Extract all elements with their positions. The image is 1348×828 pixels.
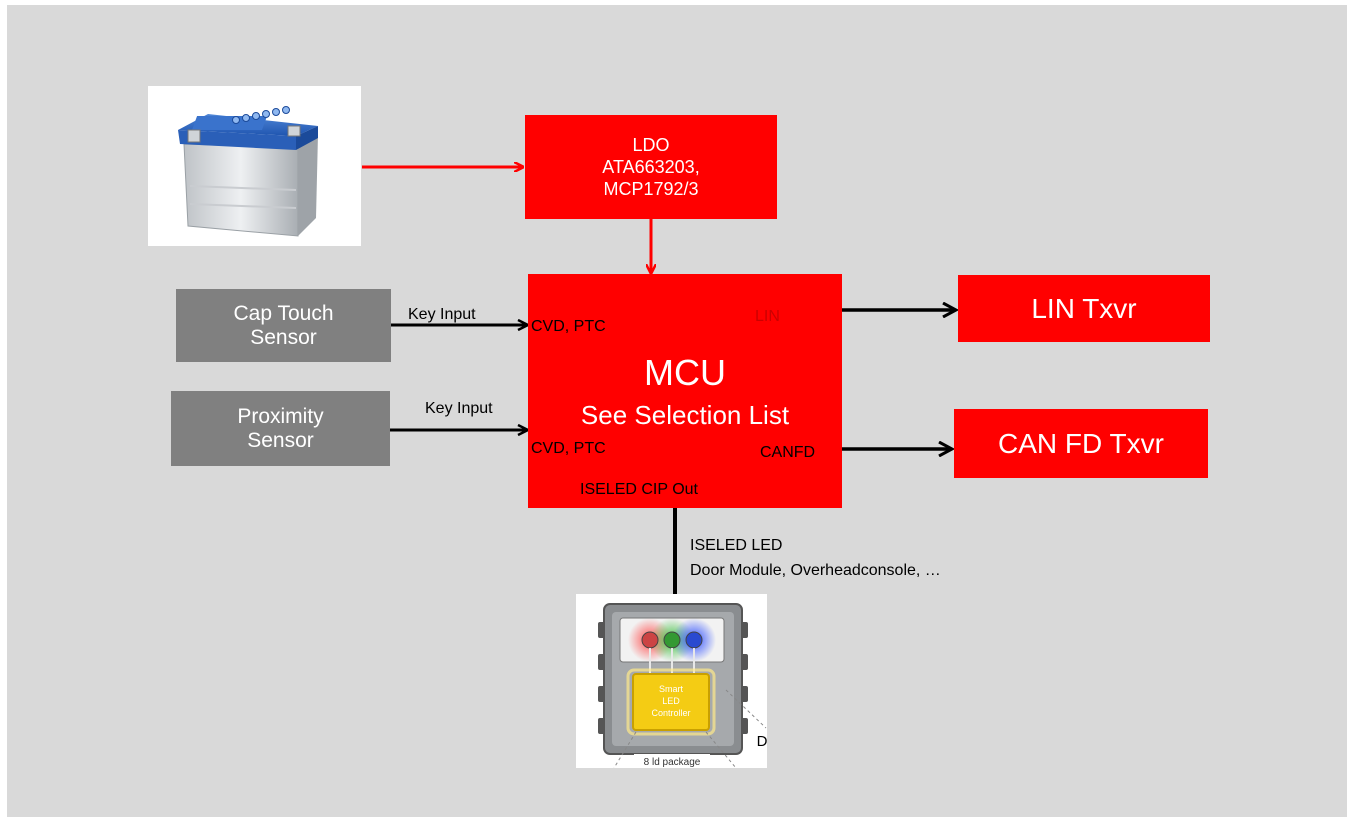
mcu-port-cvd-ptc-1: CVD, PTC (531, 318, 606, 335)
proximity-sensor-block: Proximity Sensor (171, 391, 390, 466)
led-controller-line1: Smart (659, 684, 684, 694)
proximity-line2: Sensor (247, 428, 314, 452)
ldo-part-1: ATA663203, (602, 157, 700, 177)
iseled-applications-label: Door Module, Overheadconsole, … (690, 562, 941, 579)
led-package-label: 8 ld package (644, 757, 701, 768)
lin-txvr-block: LIN Txvr (958, 275, 1210, 342)
cap-touch-line1: Cap Touch (233, 301, 334, 325)
led-controller-line3: Controller (651, 708, 690, 718)
mcu-subtitle: See Selection List (580, 400, 790, 430)
mcu-port-canfd: CANFD (760, 444, 816, 461)
mcu-port-iseled: ISELED CIP Out (580, 481, 698, 498)
ldo-part-2: MCP1792/3 (603, 179, 699, 199)
led-cut-text: D (757, 733, 767, 750)
ldo-block: LDO ATA663203, MCP1792/3 (525, 115, 777, 219)
iseled-led-image: Smart LED Controller 8 ld package D (576, 594, 767, 768)
mcu-title: MCU (644, 352, 726, 393)
ldo-label: LDO (632, 135, 670, 155)
proximity-line1: Proximity (237, 404, 324, 428)
iseled-led-label: ISELED LED (690, 537, 783, 554)
led-controller-line2: LED (662, 696, 680, 706)
cap-touch-sensor-block: Cap Touch Sensor (176, 289, 391, 362)
mcu-port-lin: LIN (755, 308, 780, 325)
mcu-port-cvd-ptc-2: CVD, PTC (531, 440, 606, 457)
can-txvr-block: CAN FD Txvr (954, 409, 1208, 478)
mcu-block: MCU See Selection List CVD, PTC LIN CVD,… (528, 274, 842, 508)
cap-touch-line2: Sensor (250, 325, 317, 349)
key-input-label-1: Key Input (408, 306, 476, 323)
battery-image (148, 86, 361, 246)
key-input-label-2: Key Input (425, 400, 493, 417)
